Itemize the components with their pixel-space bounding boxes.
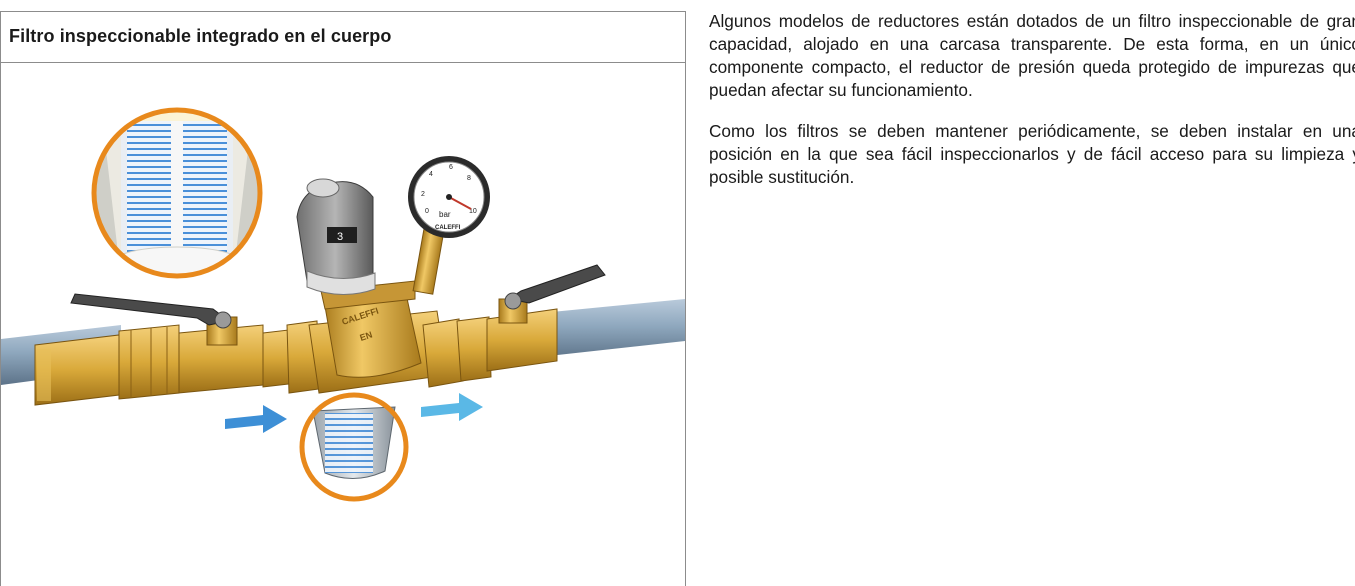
filter-highlight-ring: [299, 392, 409, 502]
reducer-body: CALEFFI EN: [308, 280, 448, 394]
body-marking: EN: [359, 330, 374, 343]
gauge-tick-4: 4: [429, 171, 433, 178]
gauge-tick-8: 8: [467, 175, 471, 182]
right-connection-nut: [422, 316, 492, 388]
description-text: Algunos modelos de reductores están dota…: [709, 10, 1355, 207]
gauge-tick-6: 6: [449, 164, 453, 171]
paragraph-filter-description: Algunos modelos de reductores están dota…: [709, 11, 1355, 100]
left-ball-valve: [70, 293, 264, 394]
gauge-tick-0: 0: [425, 208, 429, 215]
right-pipe: [521, 299, 685, 359]
gauge-brand: CALEFFI: [435, 225, 461, 231]
filter-bowl: [312, 406, 396, 479]
pressure-reducer-illustration: CALEFFI EN 3 0 2 4 6 8 10 bar: [1, 107, 685, 502]
pressure-setting-dial: 3: [337, 231, 343, 243]
right-ball-valve: [486, 264, 606, 372]
gauge-tick-2: 2: [421, 191, 425, 198]
left-union-fitting: [34, 324, 180, 406]
filter-detail-inset: [91, 107, 263, 279]
flow-arrow-inlet: [225, 405, 287, 433]
reducer-cap: 3: [296, 178, 376, 296]
flow-arrow-outlet: [421, 393, 483, 421]
gauge-unit: bar: [439, 210, 451, 219]
pressure-gauge: 0 2 4 6 8 10 bar CALEFFI: [408, 156, 490, 295]
figure-panel: Filtro inspeccionable integrado en el cu…: [0, 11, 686, 586]
figure-title: Filtro inspeccionable integrado en el cu…: [1, 12, 685, 63]
gauge-tick-10: 10: [469, 208, 477, 215]
paragraph-maintenance: Como los filtros se deben mantener perió…: [709, 121, 1355, 187]
